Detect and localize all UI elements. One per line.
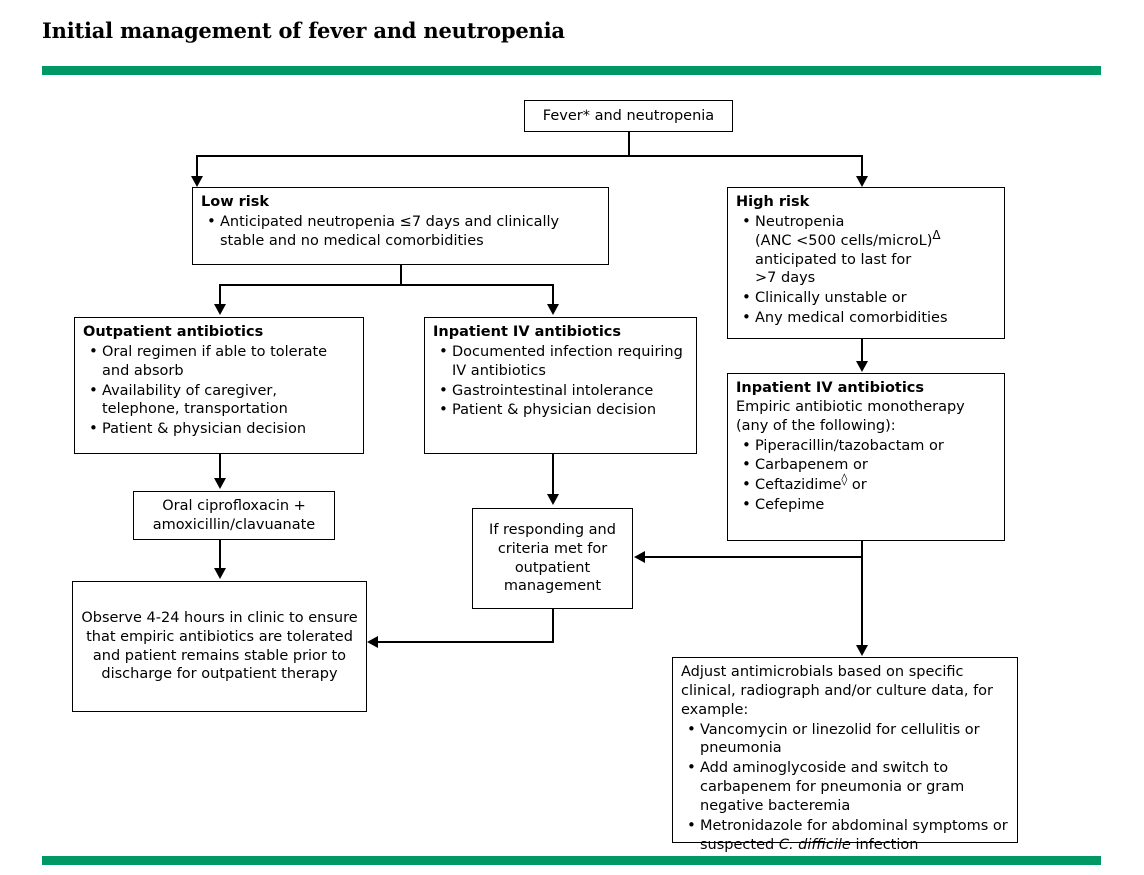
high-risk-neutropenia-line2: (ANC <500 cells/microL) <box>755 232 933 249</box>
connector-high-risk-to-inpatient-right <box>861 339 863 364</box>
list-item: Patient & physician decision <box>89 419 355 439</box>
high-risk-neutropenia-line4: >7 days <box>755 270 816 287</box>
list-item: Metronidazole for abdominal symptoms or … <box>687 816 1009 855</box>
node-fever-and-neutropenia-label: Fever* and neutropenia <box>542 107 715 124</box>
page-title: Initial management of fever and neutrope… <box>42 18 565 43</box>
connector-outpatient-to-oral-cipro <box>219 454 221 481</box>
list-item: Anticipated neutropenia ≤7 days and clin… <box>207 212 600 251</box>
arrowhead-to-inpatient-antibiotics-right <box>856 361 868 372</box>
connector-if-responding-to-observe <box>378 641 554 643</box>
arrowhead-to-observe <box>214 568 226 579</box>
list-item: Any medical comorbidities <box>742 308 996 328</box>
arrowhead-to-high-risk <box>856 176 868 187</box>
node-inpatient-iv-antibiotics-right-bullets: Piperacillin/tazobactam or Carbapenem or… <box>736 436 996 515</box>
ceftazidime-suffix: or <box>847 477 867 494</box>
connector-root-to-low-risk <box>196 155 198 179</box>
arrowhead-to-outpatient-antibiotics <box>214 304 226 315</box>
list-item: Vancomycin or linezolid for cellulitis o… <box>687 720 1009 759</box>
node-if-responding-label: If responding and criteria met for outpa… <box>489 521 616 595</box>
node-low-risk: Low risk Anticipated neutropenia ≤7 days… <box>192 187 609 265</box>
footnote-marker-delta: Δ <box>932 227 941 242</box>
list-item: Oral regimen if able to tolerate and abs… <box>89 342 355 381</box>
connector-inpatient-right-to-if-responding <box>645 556 863 558</box>
node-observe-in-clinic-label: Observe 4-24 hours in clinic to ensure t… <box>81 609 358 683</box>
arrowhead-to-if-responding-from-right <box>634 551 645 563</box>
arrowhead-to-oral-cipro <box>214 478 226 489</box>
node-inpatient-iv-antibiotics-left-header: Inpatient IV antibiotics <box>433 324 622 340</box>
node-inpatient-iv-antibiotics-left-bullets: Documented infection requiring IV antibi… <box>433 342 688 420</box>
list-item: Documented infection requiring IV antibi… <box>439 342 688 381</box>
top-divider-rule <box>42 66 1101 75</box>
node-outpatient-antibiotics-bullets: Oral regimen if able to tolerate and abs… <box>83 342 355 439</box>
connector-root-stem <box>628 132 630 156</box>
metronidazole-suffix: infection <box>850 836 919 853</box>
connector-low-risk-stem <box>400 265 402 285</box>
node-low-risk-bullets: Anticipated neutropenia ≤7 days and clin… <box>201 212 600 251</box>
list-item: Gastrointestinal intolerance <box>439 381 688 401</box>
list-item: Availability of caregiver, telephone, tr… <box>89 381 355 420</box>
node-oral-ciprofloxacin-label: Oral ciprofloxacin + amoxicillin/clavuan… <box>152 497 316 533</box>
node-if-responding: If responding and criteria met for outpa… <box>472 508 633 609</box>
list-item: Clinically unstable or <box>742 288 996 308</box>
ceftazidime-label: Ceftazidime <box>755 477 842 494</box>
connector-root-to-high-risk <box>861 155 863 179</box>
node-outpatient-antibiotics-header: Outpatient antibiotics <box>83 324 264 340</box>
footnote-marker-diamond: ◊ <box>841 472 848 487</box>
list-item: Add aminoglycoside and switch to carbape… <box>687 758 1009 816</box>
node-adjust-antimicrobials: Adjust antimicrobials based on specific … <box>672 657 1018 853</box>
connector-inpatient-right-stem <box>861 541 863 651</box>
node-high-risk-header: High risk <box>736 194 810 210</box>
list-item: Patient & physician decision <box>439 400 688 420</box>
c-difficile-label: C. difficile <box>778 836 851 853</box>
connector-low-risk-to-outpatient <box>219 284 221 306</box>
arrowhead-to-low-risk <box>191 176 203 187</box>
node-low-risk-header: Low risk <box>201 194 270 210</box>
list-item: Carbapenem or <box>742 455 996 475</box>
node-adjust-antimicrobials-bullets: Vancomycin or linezolid for cellulitis o… <box>681 720 1009 855</box>
connector-low-risk-split <box>219 284 553 286</box>
list-item: Cefepime <box>742 495 996 515</box>
connector-low-risk-to-inpatient <box>552 284 554 306</box>
connector-root-split <box>196 155 862 157</box>
node-adjust-antimicrobials-lead: Adjust antimicrobials based on specific … <box>681 664 994 718</box>
arrowhead-to-inpatient-antibiotics-left <box>547 304 559 315</box>
bottom-divider-rule <box>42 856 1101 865</box>
arrowhead-to-if-responding <box>547 494 559 505</box>
connector-oral-cipro-to-observe <box>219 540 221 570</box>
list-item: Piperacillin/tazobactam or <box>742 436 996 456</box>
list-item: Ceftazidime◊ or <box>742 473 996 495</box>
list-item: Neutropenia (ANC <500 cells/microL)Δ ant… <box>742 212 996 288</box>
node-inpatient-iv-antibiotics-right: Inpatient IV antibiotics Empiric antibio… <box>727 373 1005 541</box>
connector-inpatient-left-to-if-responding <box>552 454 554 502</box>
node-inpatient-iv-antibiotics-left: Inpatient IV antibiotics Documented infe… <box>424 317 697 454</box>
node-oral-ciprofloxacin: Oral ciprofloxacin + amoxicillin/clavuan… <box>133 491 335 540</box>
node-inpatient-iv-antibiotics-right-header: Inpatient IV antibiotics <box>736 380 925 396</box>
node-observe-in-clinic: Observe 4-24 hours in clinic to ensure t… <box>72 581 367 712</box>
node-high-risk: High risk Neutropenia (ANC <500 cells/mi… <box>727 187 1005 339</box>
node-outpatient-antibiotics: Outpatient antibiotics Oral regimen if a… <box>74 317 364 454</box>
arrowhead-to-adjust-antimicrobials <box>856 645 868 656</box>
node-inpatient-iv-antibiotics-right-lead: Empiric antibiotic monotherapy (any of t… <box>736 398 965 434</box>
metronidazole-label: Metronidazole for abdominal symptoms or … <box>700 817 1008 853</box>
node-high-risk-bullets: Neutropenia (ANC <500 cells/microL)Δ ant… <box>736 212 996 328</box>
high-risk-neutropenia-line3: anticipated to last for <box>755 251 912 268</box>
node-fever-and-neutropenia: Fever* and neutropenia <box>524 100 733 132</box>
high-risk-neutropenia-line1: Neutropenia <box>755 213 845 230</box>
arrowhead-to-observe-from-if-responding <box>367 636 378 648</box>
connector-if-responding-down <box>552 609 554 642</box>
